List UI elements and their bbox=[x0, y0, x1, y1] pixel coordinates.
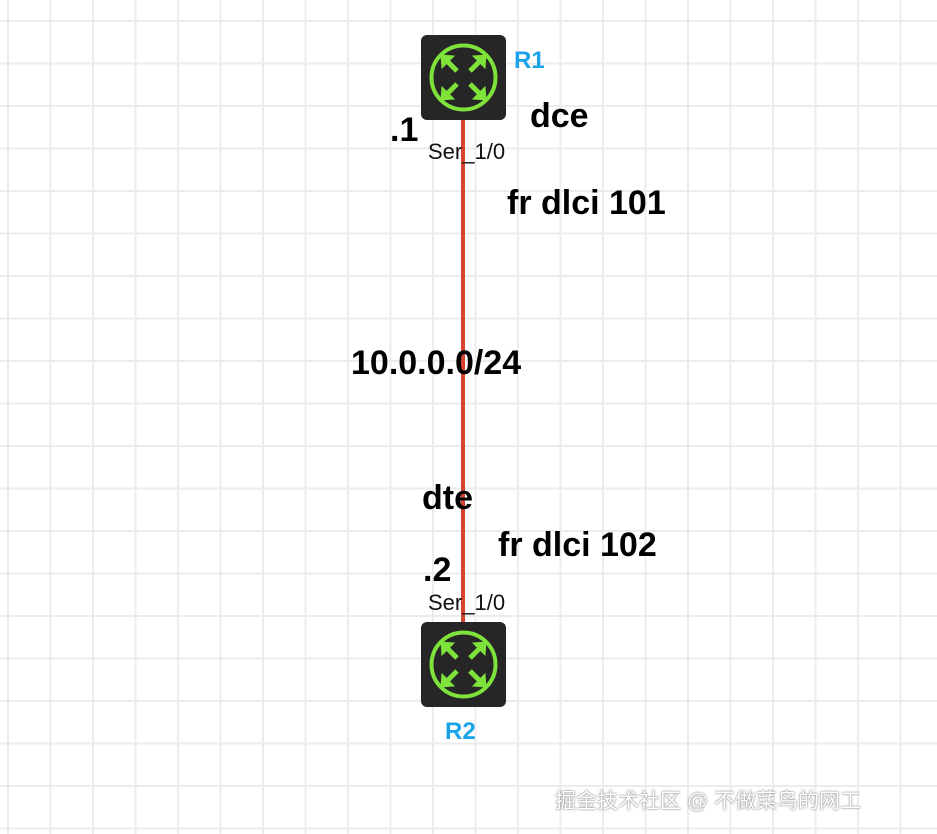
r2-ip-suffix: .2 bbox=[423, 551, 452, 589]
r2-role-label: dte bbox=[422, 479, 473, 517]
r1-role-label: dce bbox=[530, 97, 589, 135]
serial-link[interactable] bbox=[461, 118, 465, 624]
router-icon bbox=[429, 43, 498, 112]
subnet-label: 10.0.0.0/24 bbox=[351, 344, 522, 382]
router-r1[interactable] bbox=[421, 35, 506, 120]
watermark: 掘金技术社区 @ 不做菜鸟的网工 bbox=[555, 790, 861, 813]
r1-dlci-label: fr dlci 101 bbox=[507, 184, 666, 222]
r1-ip-suffix: .1 bbox=[390, 111, 419, 149]
router-icon bbox=[429, 630, 498, 699]
r2-dlci-label: fr dlci 102 bbox=[498, 526, 657, 564]
r2-name-label: R2 bbox=[445, 718, 476, 745]
r2-port-label: Ser_1/0 bbox=[428, 590, 506, 615]
router-r2[interactable] bbox=[421, 622, 506, 707]
r1-port-label: Ser_1/0 bbox=[428, 139, 506, 164]
r1-name-label: R1 bbox=[514, 47, 545, 74]
